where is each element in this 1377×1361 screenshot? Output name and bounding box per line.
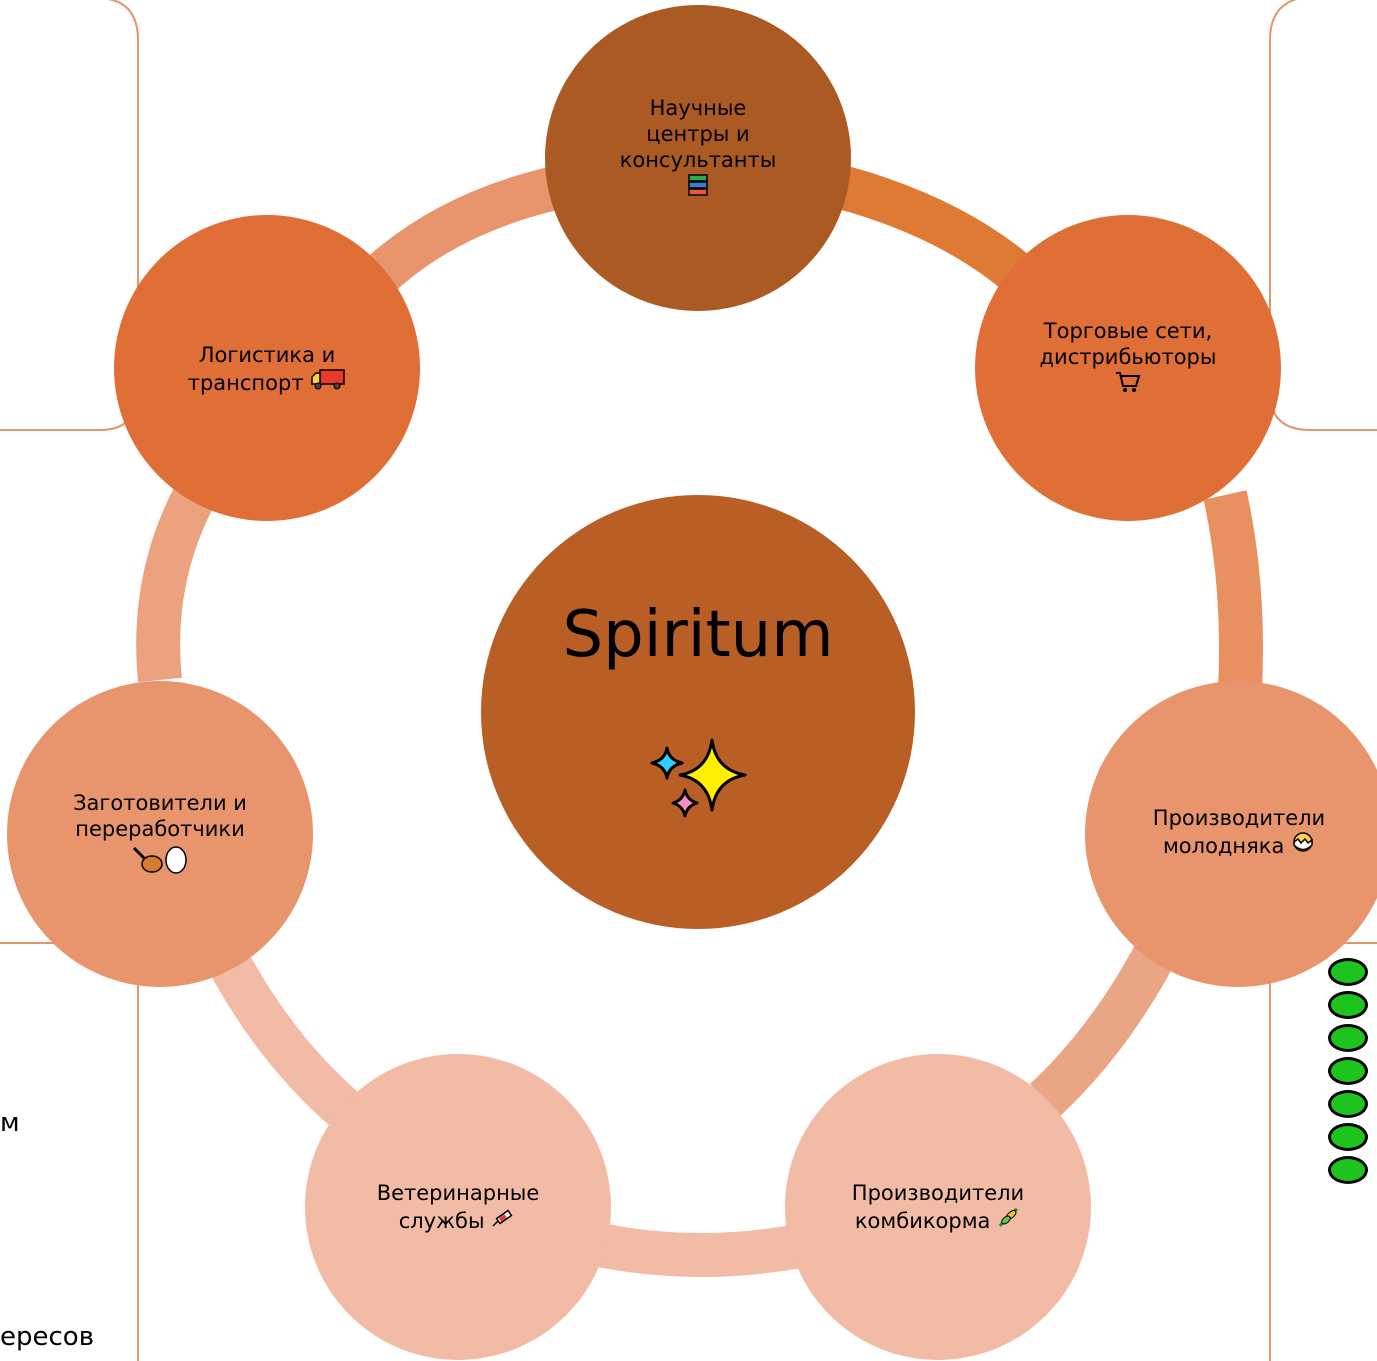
- node-circle-vet: [305, 1054, 611, 1360]
- node-label-logistics-line2: транспорт: [157, 368, 377, 396]
- hatching-chick-icon: [1291, 831, 1315, 859]
- node-label-research: Научные центры и консультанты: [598, 95, 798, 203]
- node-label-young-line1: Производители: [1152, 806, 1326, 830]
- books-icon: [598, 173, 798, 203]
- node-circle-young: [1085, 681, 1377, 987]
- node-circle-logistics: [114, 215, 420, 521]
- node-label-retail-line1: Торговые сети,: [1043, 319, 1213, 343]
- green-dot: [1328, 1024, 1368, 1052]
- node-circle-research: [545, 5, 851, 311]
- node-label-vet: Ветеринарные службы: [358, 1180, 558, 1234]
- panel-top-right: [1269, 0, 1377, 431]
- node-label-research-line2: центры и: [646, 122, 750, 146]
- node-label-retail: Торговые сети, дистрибьюторы: [1018, 318, 1238, 400]
- syringe-icon: [491, 1206, 517, 1234]
- panel-bottom-left: [0, 942, 139, 1361]
- green-dot: [1328, 1057, 1368, 1085]
- node-label-logistics-line1: Логистика и: [198, 343, 336, 367]
- node-label-processors-line1: Заготовители и: [73, 791, 247, 815]
- node-label-retail-line2: дистрибьюторы: [1039, 345, 1217, 369]
- ring-segment-retail-young: [1203, 490, 1263, 692]
- ring-segment-young-feed: [1029, 925, 1185, 1117]
- partial-text-2: ересов: [0, 1322, 95, 1352]
- node-label-young: Производители молодняка: [1108, 805, 1370, 859]
- node-label-research-line1: Научные: [649, 96, 747, 120]
- partial-text-1: м: [0, 1108, 20, 1138]
- node-label-logistics-text: транспорт: [187, 371, 304, 395]
- node-label-research-line3: консультанты: [619, 148, 777, 172]
- node-label-vet-line2: службы: [358, 1206, 558, 1234]
- center-circle: [481, 495, 915, 929]
- green-dot: [1328, 1123, 1368, 1151]
- node-label-young-line2: молодняка: [1108, 831, 1370, 859]
- ring-segment-processors-logistics: [136, 484, 215, 683]
- node-label-feed: Производители комбикорма: [818, 1180, 1058, 1234]
- green-dot: [1328, 958, 1368, 986]
- node-label-vet-text: службы: [398, 1209, 485, 1233]
- node-label-young-text: молодняка: [1162, 834, 1285, 858]
- node-label-vet-line1: Ветеринарные: [376, 1181, 540, 1205]
- green-dot: [1328, 1156, 1368, 1184]
- sparkles-icon: [650, 738, 747, 818]
- node-circle-retail: [975, 215, 1281, 521]
- node-label-logistics: Логистика и транспорт: [157, 342, 377, 396]
- node-label-processors: Заготовители и переработчики: [40, 790, 280, 882]
- green-dot: [1328, 1090, 1368, 1118]
- node-label-feed-line1: Производители: [851, 1181, 1025, 1205]
- shopping-cart-icon: [1018, 370, 1238, 400]
- delivery-truck-icon: [310, 368, 346, 396]
- ear-of-rice-icon: [997, 1206, 1021, 1234]
- node-label-processors-line2: переработчики: [75, 817, 245, 841]
- poultry-leg-egg-icon: [40, 842, 280, 882]
- ring-segment-feed-vet: [595, 1223, 810, 1277]
- center-title: Spiritum: [562, 598, 834, 672]
- green-dot: [1328, 991, 1368, 1019]
- ring-segment-logistics-research: [354, 166, 561, 301]
- node-circle-feed: [785, 1054, 1091, 1360]
- node-label-feed-text: комбикорма: [854, 1209, 991, 1233]
- node-circle-processors: [7, 681, 313, 987]
- node-label-feed-line2: комбикорма: [818, 1206, 1058, 1234]
- ring-segment-research-retail: [839, 166, 1045, 302]
